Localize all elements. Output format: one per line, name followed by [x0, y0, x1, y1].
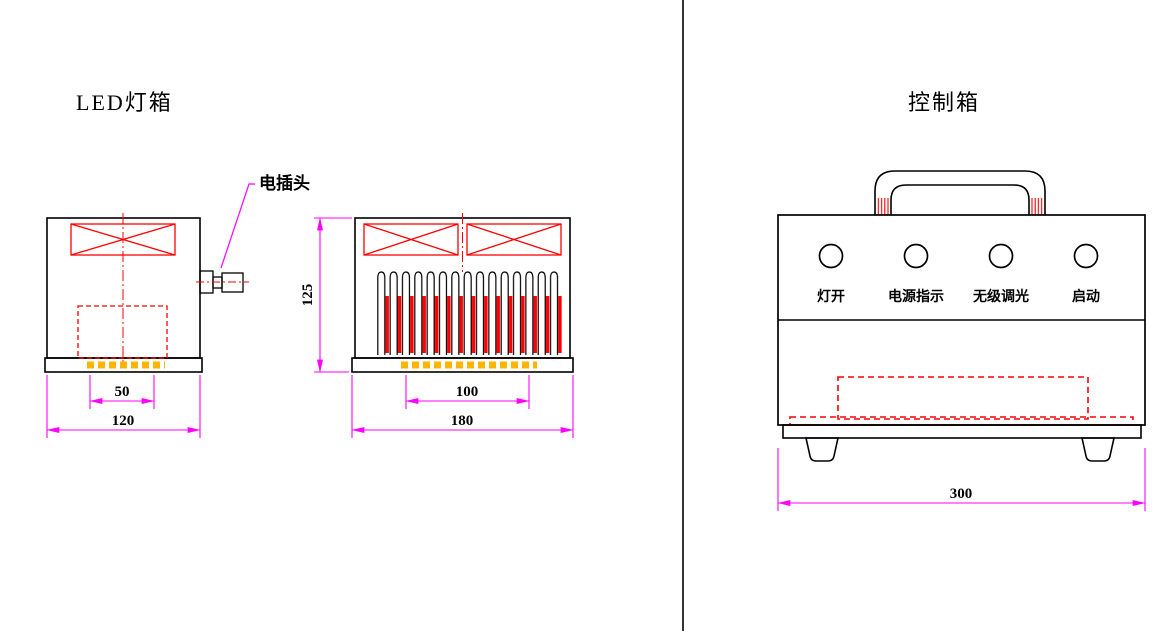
foot-right: [1081, 437, 1115, 462]
knob-label-start: 启动: [1072, 288, 1100, 305]
dimension-front-lamp-width: [89, 375, 155, 409]
dimension-side-lamp-width: [405, 375, 530, 409]
side-base-outline: [351, 357, 574, 373]
power-plug-label: 电插头: [259, 173, 310, 193]
side-vent-diagonal-2: [466, 223, 562, 256]
dimension-control-overall-width: [777, 448, 1146, 511]
control-box-title: 控制箱: [908, 90, 980, 115]
dimension-front-lamp-width-text: 50: [115, 384, 130, 400]
dimension-side-lamp-width-text: 100: [456, 384, 479, 400]
knob-label-light-on: 灯开: [817, 288, 845, 305]
handle-right-hatch: [1031, 198, 1043, 215]
knob-start[interactable]: [1073, 243, 1099, 269]
side-fan-vent-right: [466, 223, 562, 256]
side-vent-diagonal-2: [363, 223, 459, 256]
inner-plate-dashed: [789, 416, 1134, 426]
dimension-side-height: [314, 217, 352, 373]
heatsink-fins: [377, 271, 562, 355]
handle-inner: [890, 184, 1030, 215]
dimension-front-overall-width-text: 120: [112, 413, 135, 429]
front-lamp-window: [77, 305, 168, 359]
side-vent-frame: [363, 223, 459, 256]
led-box-front-view: 电插头: [44, 173, 310, 373]
dimension-side-overall-width: [351, 375, 574, 438]
side-fan-vent-left: [363, 223, 459, 256]
inner-module-dashed: [837, 376, 1089, 420]
knob-stepless-dimming[interactable]: [988, 243, 1014, 269]
control-box-view: 灯开 电源指示 无级调光 启动: [777, 170, 1146, 462]
led-box-title: LED灯箱: [76, 90, 173, 115]
dimension-control-overall-width-text: 300: [950, 486, 973, 502]
power-plug-connector: [196, 270, 249, 294]
led-box-side-view: [351, 213, 574, 373]
handle-outer: [874, 170, 1046, 215]
connector-tip: [221, 272, 244, 293]
knob-label-stepless-dimming: 无级调光: [972, 288, 1029, 305]
dimension-side-overall-width-text: 180: [451, 413, 474, 429]
dimension-side-height-text: 125: [300, 284, 316, 307]
power-plug-leader: [220, 183, 255, 269]
handle-left-hatch: [877, 198, 889, 215]
base-plate: [782, 424, 1142, 439]
knob-light-on[interactable]: [818, 243, 844, 269]
knob-power-indicator[interactable]: [903, 243, 929, 269]
dimension-front-overall-width: [46, 375, 201, 438]
foot-left: [805, 437, 839, 462]
knob-label-power-indicator: 电源指示: [888, 288, 944, 305]
side-vent-frame: [466, 223, 562, 256]
